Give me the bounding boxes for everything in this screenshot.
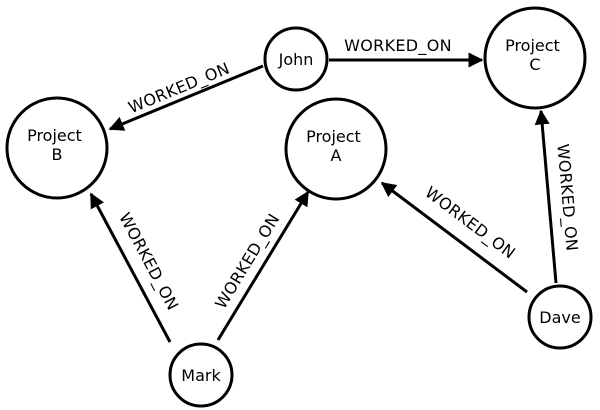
node-project-b-circle bbox=[5, 96, 109, 200]
node-dave-circle bbox=[527, 284, 593, 350]
node-project-c-circle bbox=[483, 6, 587, 110]
node-project-c-line1: Project bbox=[505, 36, 560, 55]
node-project-b-line2: B bbox=[52, 145, 63, 164]
edge-john-project-c: WORKED_ON bbox=[329, 36, 484, 68]
edge-mark-project-a-label: WORKED_ON bbox=[211, 210, 284, 312]
node-mark-circle bbox=[168, 342, 234, 408]
edge-john-project-c-label: WORKED_ON bbox=[344, 36, 452, 56]
edge-mark-project-b: WORKED_ON bbox=[89, 192, 183, 343]
edge-dave-project-c-label: WORKED_ON bbox=[552, 143, 581, 252]
node-project-c-line2: C bbox=[529, 55, 540, 74]
edge-john-project-b: WORKED_ON bbox=[108, 59, 264, 131]
node-project-a-line2: A bbox=[331, 146, 342, 165]
node-john-label: John bbox=[278, 50, 314, 69]
edge-mark-project-b-label: WORKED_ON bbox=[114, 209, 182, 313]
edge-dave-project-c-arrow bbox=[534, 109, 558, 284]
node-john-circle bbox=[263, 26, 329, 92]
node-mark-label: Mark bbox=[181, 366, 221, 385]
node-project-c[interactable]: Project C bbox=[483, 6, 587, 110]
node-dave[interactable]: Dave bbox=[527, 284, 593, 350]
node-john[interactable]: John bbox=[263, 26, 329, 92]
edge-mark-project-a: WORKED_ON bbox=[211, 190, 310, 341]
edge-dave-project-c: WORKED_ON bbox=[534, 109, 582, 284]
node-project-a-line1: Project bbox=[306, 127, 361, 146]
node-project-c-label: Project C bbox=[505, 36, 565, 74]
node-dave-label: Dave bbox=[539, 308, 580, 327]
node-project-b[interactable]: Project B bbox=[5, 96, 109, 200]
node-project-b-label: Project B bbox=[27, 126, 87, 164]
node-project-a-circle bbox=[284, 97, 388, 201]
node-project-b-line1: Project bbox=[27, 126, 82, 145]
edge-john-project-b-arrow bbox=[108, 64, 264, 131]
node-mark[interactable]: Mark bbox=[168, 342, 234, 408]
edge-john-project-b-label: WORKED_ON bbox=[125, 59, 232, 119]
node-project-a-label: Project A bbox=[306, 127, 366, 165]
node-project-a[interactable]: Project A bbox=[284, 97, 388, 201]
edge-dave-project-a-arrow bbox=[380, 181, 528, 294]
edge-mark-project-a-arrow bbox=[216, 190, 310, 341]
edge-mark-project-b-arrow bbox=[89, 192, 172, 343]
edge-dave-project-a: WORKED_ON bbox=[380, 181, 528, 294]
